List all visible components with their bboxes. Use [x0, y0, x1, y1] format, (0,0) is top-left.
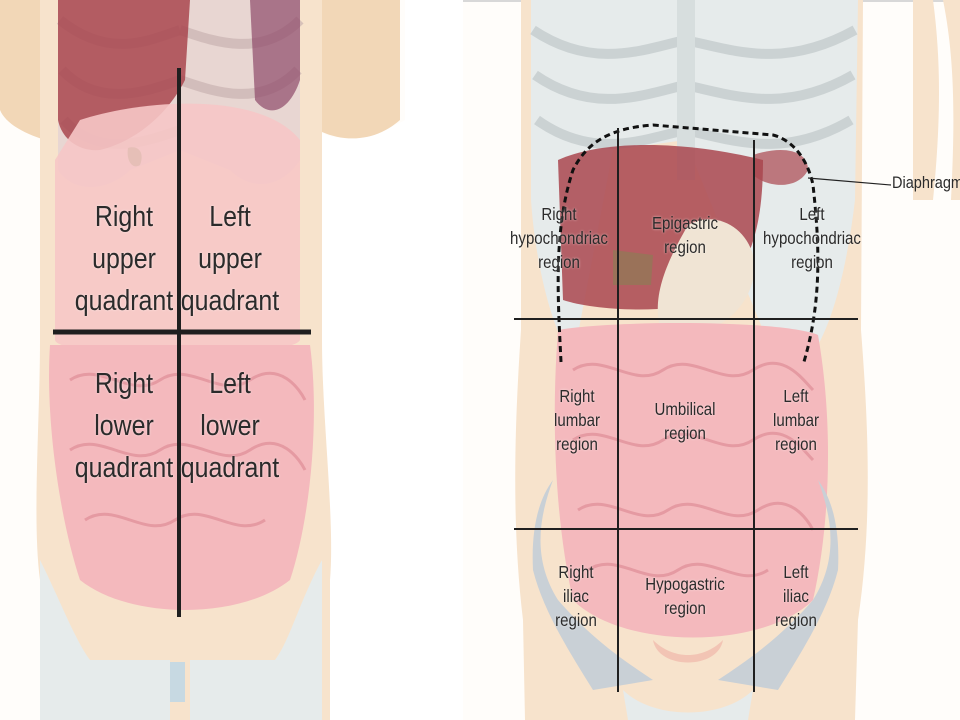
- spleen: [753, 150, 808, 185]
- small-intestine: [49, 345, 314, 610]
- spleen: [250, 0, 300, 111]
- right-pelvic-bone: [40, 560, 170, 720]
- left-pelvic-bone: [718, 480, 839, 690]
- bladder: [653, 640, 723, 663]
- left-pelvic-bone: [190, 560, 322, 720]
- sternum: [677, 0, 695, 180]
- diaphragm-label: Diaphragm: [892, 174, 960, 192]
- bladder: [170, 662, 185, 702]
- diaphragm-outline: [556, 123, 820, 366]
- stomach: [657, 219, 755, 336]
- quadrants-illustration: [0, 0, 405, 720]
- regions-illustration: [463, 0, 960, 720]
- right-shoulder: [0, 0, 45, 140]
- intestines: [554, 323, 829, 638]
- right-pelvic-bone: [532, 480, 653, 690]
- arm: [913, 0, 939, 200]
- gallbladder: [613, 250, 653, 285]
- left-shoulder: [320, 0, 400, 139]
- diaphragm-pointer: [807, 177, 892, 186]
- rib-cage: [531, 0, 858, 360]
